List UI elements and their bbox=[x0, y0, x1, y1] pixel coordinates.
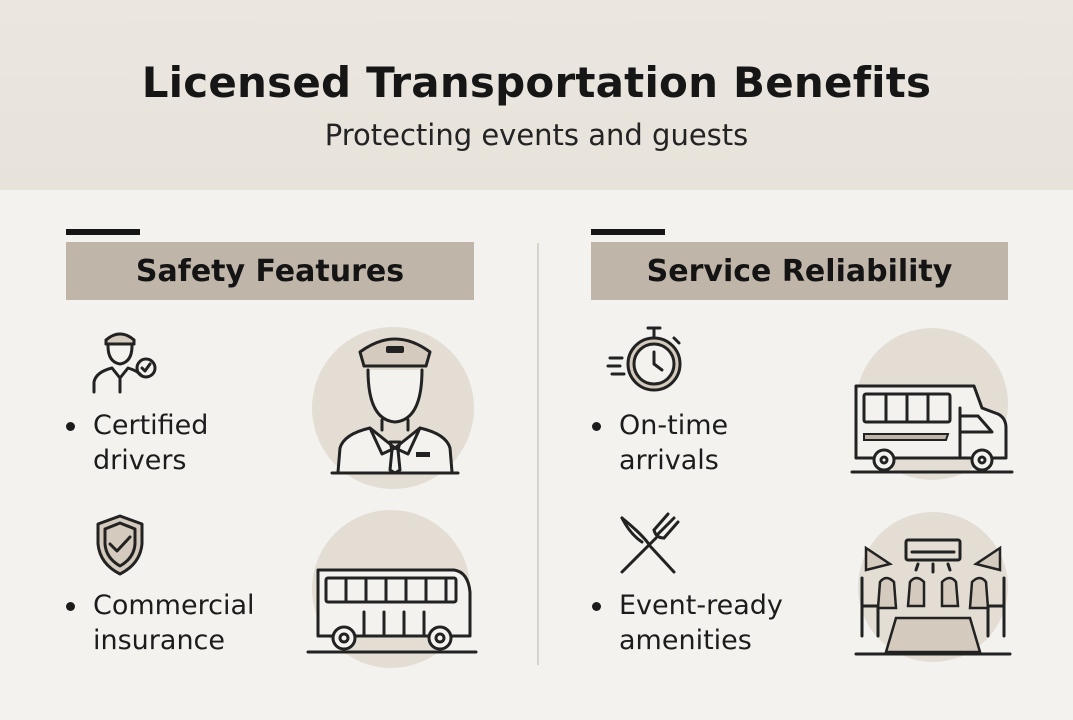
list-item-event-ready-amenities: Event-ready amenities bbox=[592, 588, 783, 658]
bullet-text-line2: insurance bbox=[93, 625, 226, 656]
bullet-text-line1: On-time bbox=[619, 410, 729, 441]
right-accent-bar bbox=[591, 229, 665, 235]
left-accent-bar bbox=[66, 229, 140, 235]
stopwatch-icon bbox=[606, 326, 682, 392]
column-divider bbox=[537, 243, 539, 665]
bullet-text-line2: amenities bbox=[619, 625, 752, 656]
header-banner bbox=[0, 0, 1073, 190]
chauffeur-illustration bbox=[330, 337, 460, 475]
list-item-on-time-arrivals: On-time arrivals bbox=[592, 408, 728, 478]
service-reliability-heading: Service Reliability bbox=[591, 242, 1008, 300]
bullet-text-line1: Certified bbox=[93, 410, 209, 441]
fork-knife-icon bbox=[620, 512, 680, 574]
certified-driver-icon bbox=[92, 332, 157, 394]
bullet-text-line2: drivers bbox=[93, 445, 187, 476]
list-item-certified-drivers: Certified drivers bbox=[66, 408, 208, 478]
bus-illustration bbox=[306, 568, 478, 654]
bullet-text-line1: Event-ready bbox=[619, 590, 783, 621]
bullet-text-line2: arrivals bbox=[619, 445, 719, 476]
shuttle-van-illustration bbox=[850, 384, 1014, 474]
bullet-text-line1: Commercial bbox=[93, 590, 255, 621]
shield-check-icon bbox=[96, 514, 144, 576]
lounge-seating-illustration bbox=[854, 538, 1012, 656]
safety-features-heading: Safety Features bbox=[66, 242, 474, 300]
page-title: Licensed Transportation Benefits bbox=[141, 58, 932, 107]
list-item-commercial-insurance: Commercial insurance bbox=[66, 588, 255, 658]
page-subtitle: Protecting events and guests bbox=[324, 118, 749, 152]
